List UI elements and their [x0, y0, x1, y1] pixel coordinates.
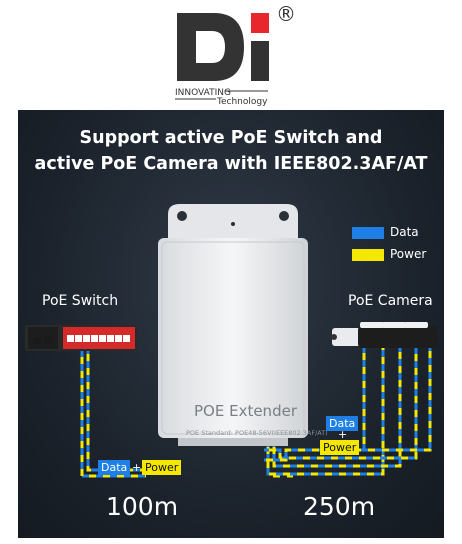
- product-panel: Support active PoE Switch and active PoE…: [18, 110, 444, 538]
- left-power-tag: Power: [142, 460, 182, 475]
- poe-camera-device: [331, 322, 438, 348]
- legend-data-label: Data: [390, 225, 419, 239]
- poe-camera-title: PoE Camera: [348, 293, 433, 309]
- brand-logo: ® INNOVATING Technology: [0, 0, 462, 110]
- right-cable-3: [264, 342, 418, 460]
- legend-power-label: Power: [390, 247, 427, 261]
- left-cable-data-2: [86, 350, 146, 472]
- right-cable-4p: [264, 342, 432, 462]
- tagline-part1: INNOVATING: [175, 88, 231, 98]
- right-power-tag: Power: [320, 440, 360, 455]
- poe-switch-title: PoE Switch: [42, 293, 119, 309]
- right-plus: +: [338, 428, 348, 441]
- right-distance: 250m: [303, 492, 376, 521]
- right-data-tag: Data: [326, 416, 359, 431]
- tagline-part2: Technology: [217, 97, 268, 107]
- legend-data-swatch: [352, 227, 384, 239]
- legend-power-swatch: [352, 249, 384, 261]
- left-cable-power-2: [86, 350, 146, 472]
- left-distance: 100m: [106, 492, 179, 521]
- poe-extender-device: [158, 204, 308, 446]
- registered-mark: ®: [276, 2, 296, 26]
- poe-switch-device: [25, 325, 137, 351]
- left-data-tag: Data: [98, 460, 131, 475]
- cable-diagram: [80, 342, 432, 478]
- left-cable-data: [80, 350, 146, 478]
- left-cable-power: [80, 350, 146, 478]
- right-cable-1p: [264, 342, 385, 476]
- extender-title: POE Extender: [194, 402, 297, 420]
- left-plus: +: [132, 461, 142, 474]
- headline-line-2: active PoE Camera with IEEE802.3AF/AT: [34, 154, 428, 174]
- headline-line-1: Support active PoE Switch and: [79, 128, 383, 148]
- right-cable-3p: [264, 342, 418, 460]
- di-logo-mark: [175, 13, 269, 100]
- extender-standard: POE Standard: POE48-56V(IEEE802.3AF/AT): [186, 429, 328, 437]
